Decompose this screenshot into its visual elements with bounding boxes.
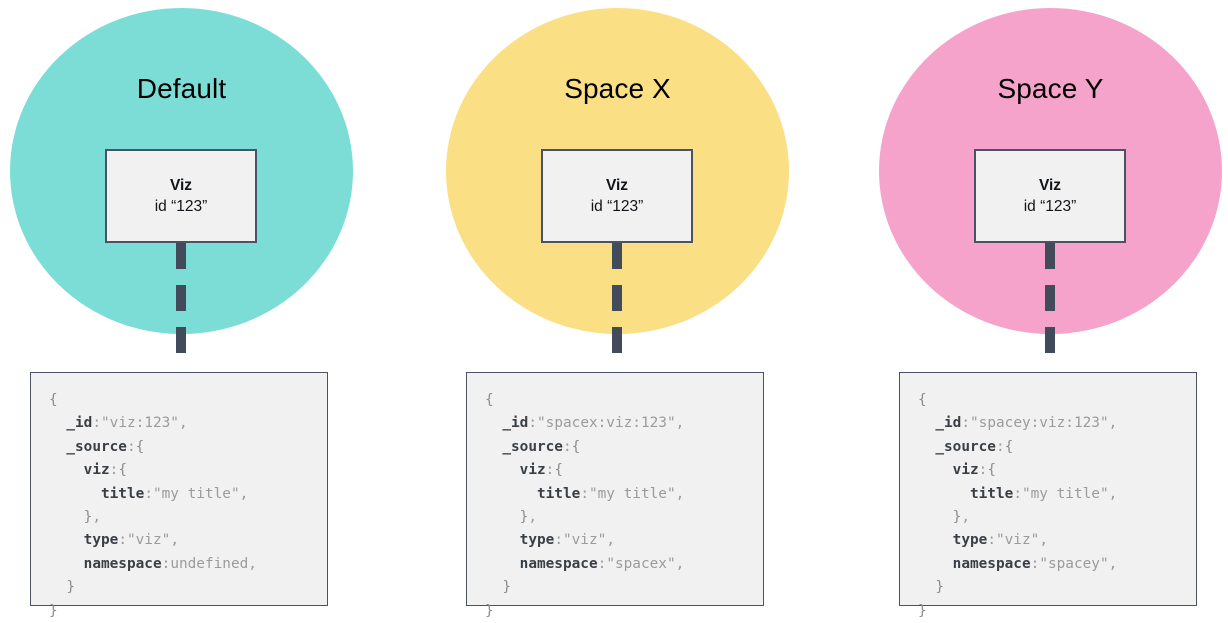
connector-dash <box>612 285 622 311</box>
dashed-connector-default <box>176 243 186 373</box>
space-title-spacey: Space Y <box>997 73 1104 104</box>
dashed-connector-spacex <box>612 243 622 373</box>
json-code-block: { _id:"spacex:viz:123", _source:{ viz:{ … <box>485 392 685 619</box>
document-json-spacey: { _id:"spacey:viz:123", _source:{ viz:{ … <box>899 372 1197 619</box>
connector-dash <box>176 243 186 269</box>
viz-node-title: Viz <box>169 176 193 194</box>
viz-node-spacex: Viz id “123” <box>541 149 693 243</box>
viz-node-default: Viz id “123” <box>105 149 257 243</box>
json-code-block: { _id:"viz:123", _source:{ viz:{ title:"… <box>49 392 257 619</box>
connector-dash <box>612 243 622 269</box>
connector-dash <box>612 327 622 353</box>
connector-dash <box>1045 327 1055 353</box>
connector-dash <box>176 327 186 353</box>
viz-node-subtitle: id “123” <box>154 197 208 215</box>
connector-dash <box>1045 243 1055 269</box>
document-json-default: { _id:"viz:123", _source:{ viz:{ title:"… <box>30 372 328 619</box>
json-code-block: { _id:"spacey:viz:123", _source:{ viz:{ … <box>918 392 1118 619</box>
document-json-spacex: { _id:"spacex:viz:123", _source:{ viz:{ … <box>466 372 764 619</box>
connector-dash <box>1045 285 1055 311</box>
viz-node-spacey: Viz id “123” <box>974 149 1126 243</box>
space-column-spacex: Space X Viz id “123” { _id:"spacex:viz:1… <box>412 0 822 622</box>
space-column-default: Default Viz id “123” { _id:"viz:123", _s… <box>0 0 386 622</box>
viz-node-subtitle: id “123” <box>1023 197 1077 215</box>
space-column-spacey: Space Y Viz id “123” { _id:"spacey:viz:1… <box>845 0 1228 622</box>
space-title-default: Default <box>136 73 227 104</box>
viz-node-subtitle: id “123” <box>590 197 644 215</box>
dashed-connector-spacey <box>1045 243 1055 373</box>
viz-node-title: Viz <box>1038 176 1062 194</box>
space-title-spacex: Space X <box>564 73 671 104</box>
connector-dash <box>176 285 186 311</box>
viz-node-title: Viz <box>605 176 629 194</box>
